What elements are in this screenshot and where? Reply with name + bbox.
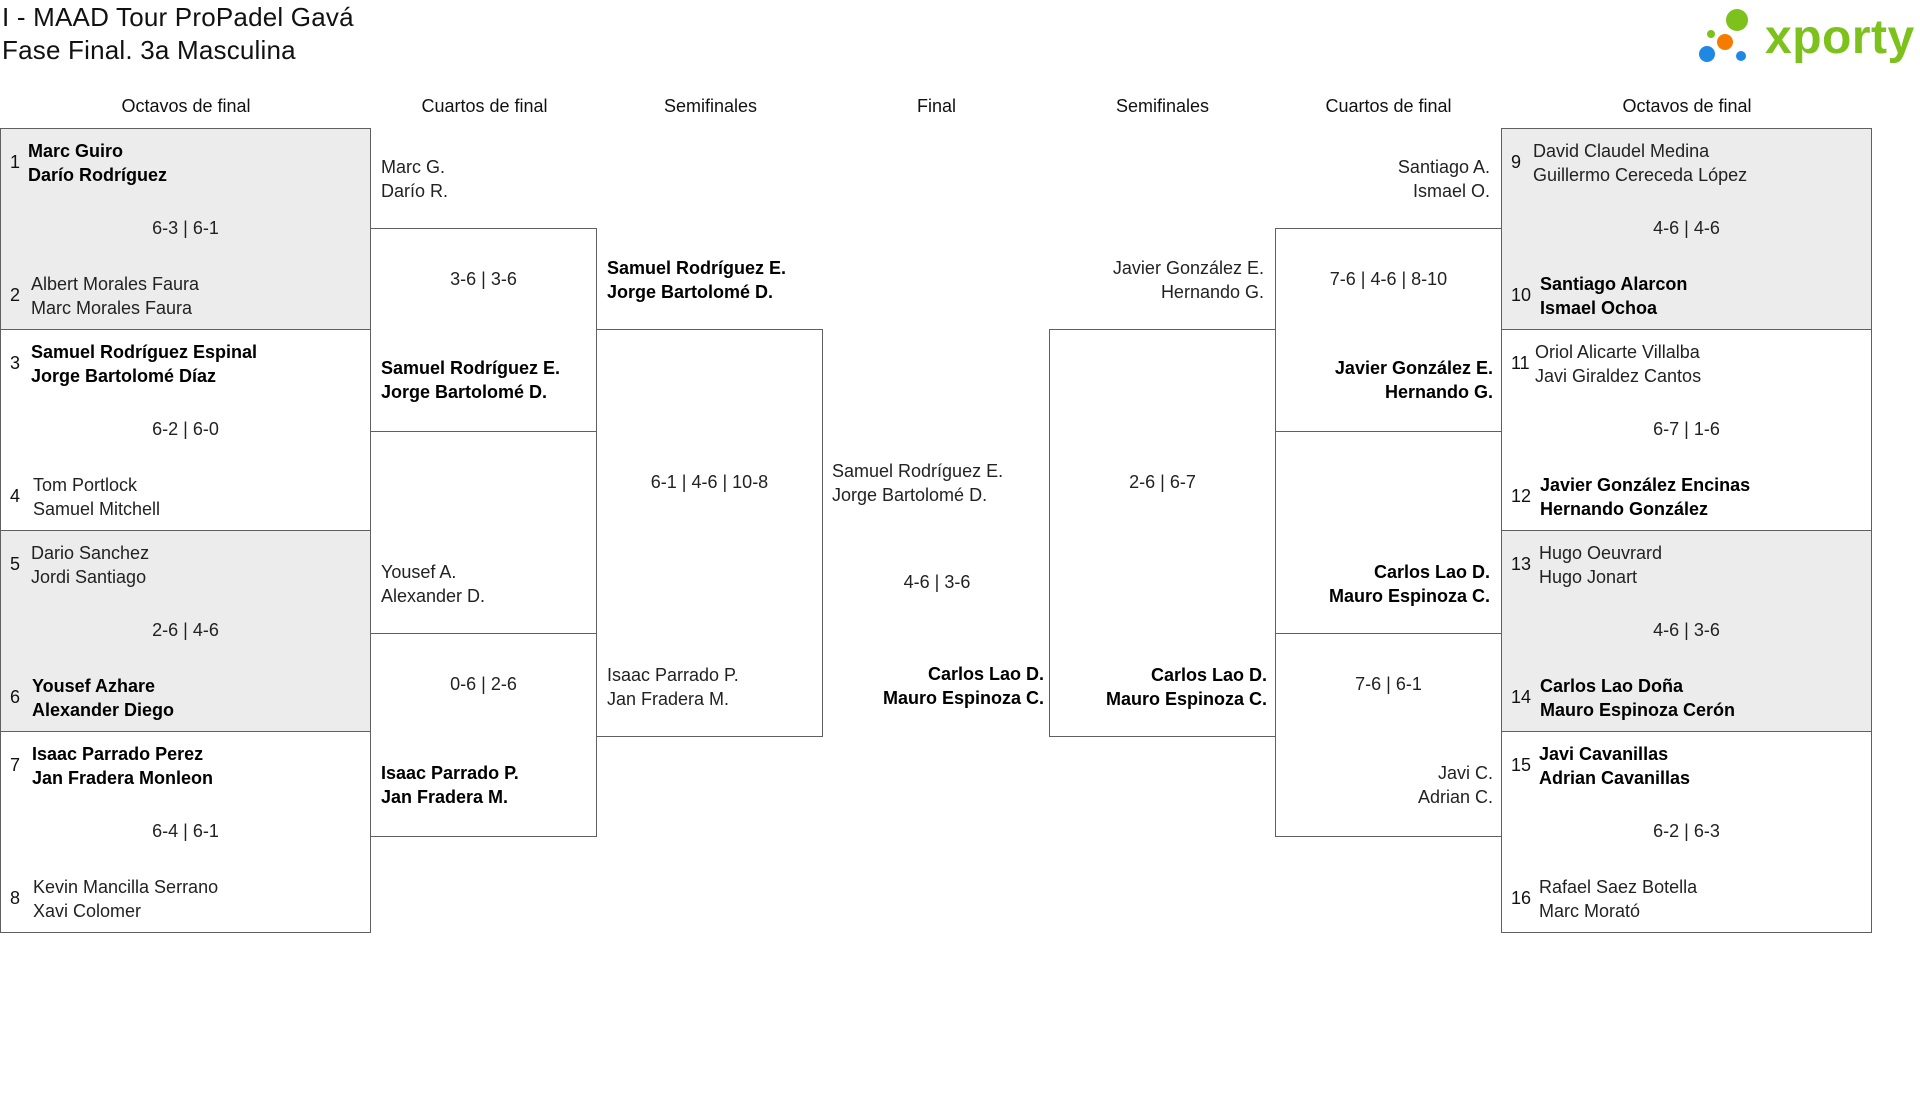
team-name: Samuel Rodríguez E.Jorge Bartolomé D. (832, 461, 1004, 505)
seed-number: 8 (10, 888, 21, 908)
match-cuartos-left-1: 3-6 | 3-6 Samuel Rodríguez E.Jorge Barto… (370, 228, 597, 432)
round-header-semis-left: Semifinales (663, 96, 758, 116)
team-name: Isaac Parrado P.Jan Fradera M. (381, 763, 519, 807)
round-header-final: Final (916, 96, 956, 116)
seed-number: 13 (1511, 554, 1532, 574)
seed-number: 2 (10, 285, 21, 305)
team-name: Yousef A.Alexander D. (381, 562, 486, 606)
team-name: Javi C.Adrian C. (1417, 763, 1493, 807)
team-name: Carlos Lao D.Mauro Espinoza C. (1105, 665, 1267, 709)
seed-number: 1 (10, 152, 21, 172)
seed-number: 4 (10, 486, 21, 506)
xporty-logo: xporty (1695, 6, 1920, 70)
team-name: Javier González E.Hernando G. (1112, 258, 1264, 302)
match-score: 6-7 | 1-6 (1653, 419, 1720, 439)
team-name: Samuel Rodríguez E.Jorge Bartolomé D. (381, 358, 561, 402)
match-score: 2-6 | 4-6 (152, 620, 219, 640)
phase-subtitle: Fase Final. 3a Masculina (2, 35, 296, 65)
match-cuartos-right-2: 7-6 | 6-1 Javi C.Adrian C. (1275, 633, 1502, 837)
team-name: Javier González E.Hernando G. (1334, 358, 1493, 402)
seed-number: 16 (1511, 888, 1532, 908)
round-header-cuartos-right: Cuartos de final (1325, 96, 1452, 116)
match-cuartos-right-1: 7-6 | 4-6 | 8-10 Javier González E.Herna… (1275, 228, 1502, 432)
match-score: 6-2 | 6-0 (152, 419, 219, 439)
seed-number: 3 (10, 353, 21, 373)
tournament-title: I - MAAD Tour ProPadel Gavá (2, 2, 354, 32)
logo-wordmark: xporty (1765, 11, 1915, 64)
match-score: 3-6 | 3-6 (450, 269, 517, 289)
match-score: 4-6 | 4-6 (1653, 218, 1720, 238)
match-semis-left: 6-1 | 4-6 | 10-8 Isaac Parrado P.Jan Fra… (596, 329, 823, 737)
seed-number: 10 (1511, 285, 1532, 305)
match-semis-right: 2-6 | 6-7 Carlos Lao D.Mauro Espinoza C. (1049, 329, 1276, 737)
round-header-octavos-left: Octavos de final (121, 96, 251, 116)
seed-number: 12 (1511, 486, 1532, 506)
match-score: 2-6 | 6-7 (1129, 472, 1196, 492)
match-score: 6-2 | 6-3 (1653, 821, 1720, 841)
seed-number: 15 (1511, 755, 1532, 775)
seed-number: 6 (10, 687, 21, 707)
round-header-octavos-right: Octavos de final (1622, 96, 1752, 116)
team-name: Carlos Lao D.Mauro Espinoza C. (1328, 562, 1490, 606)
seed-number: 7 (10, 755, 21, 775)
seed-number: 11 (1511, 353, 1530, 373)
match-score: 4-6 | 3-6 (1653, 620, 1720, 640)
team-name: Carlos Lao D.Mauro Espinoza C. (882, 664, 1044, 708)
seed-number: 5 (10, 554, 21, 574)
round-header-semis-right: Semifinales (1115, 96, 1210, 116)
seed-number: 9 (1511, 152, 1522, 172)
team-name: Marc G.Darío R. (381, 157, 449, 201)
match-score: 6-4 | 6-1 (152, 821, 219, 841)
seed-number: 14 (1511, 687, 1532, 707)
match-score: 6-1 | 4-6 | 10-8 (650, 472, 769, 492)
match-final: Samuel Rodríguez E.Jorge Bartolomé D. 4-… (824, 329, 1050, 737)
match-score: 0-6 | 2-6 (450, 674, 517, 694)
logo-dots-icon (1699, 9, 1748, 62)
match-cuartos-left-2: 0-6 | 2-6 Isaac Parrado P.Jan Fradera M. (370, 633, 597, 837)
match-score: 7-6 | 6-1 (1355, 674, 1422, 694)
team-name: Isaac Parrado P.Jan Fradera M. (607, 665, 739, 709)
match-score: 4-6 | 3-6 (903, 572, 971, 592)
match-score: 7-6 | 4-6 | 8-10 (1329, 269, 1448, 289)
match-score: 6-3 | 6-1 (152, 218, 219, 238)
team-name: Santiago A.Ismael O. (1397, 157, 1490, 201)
round-header-cuartos-left: Cuartos de final (421, 96, 548, 116)
team-name: Samuel Rodríguez E.Jorge Bartolomé D. (607, 258, 787, 302)
